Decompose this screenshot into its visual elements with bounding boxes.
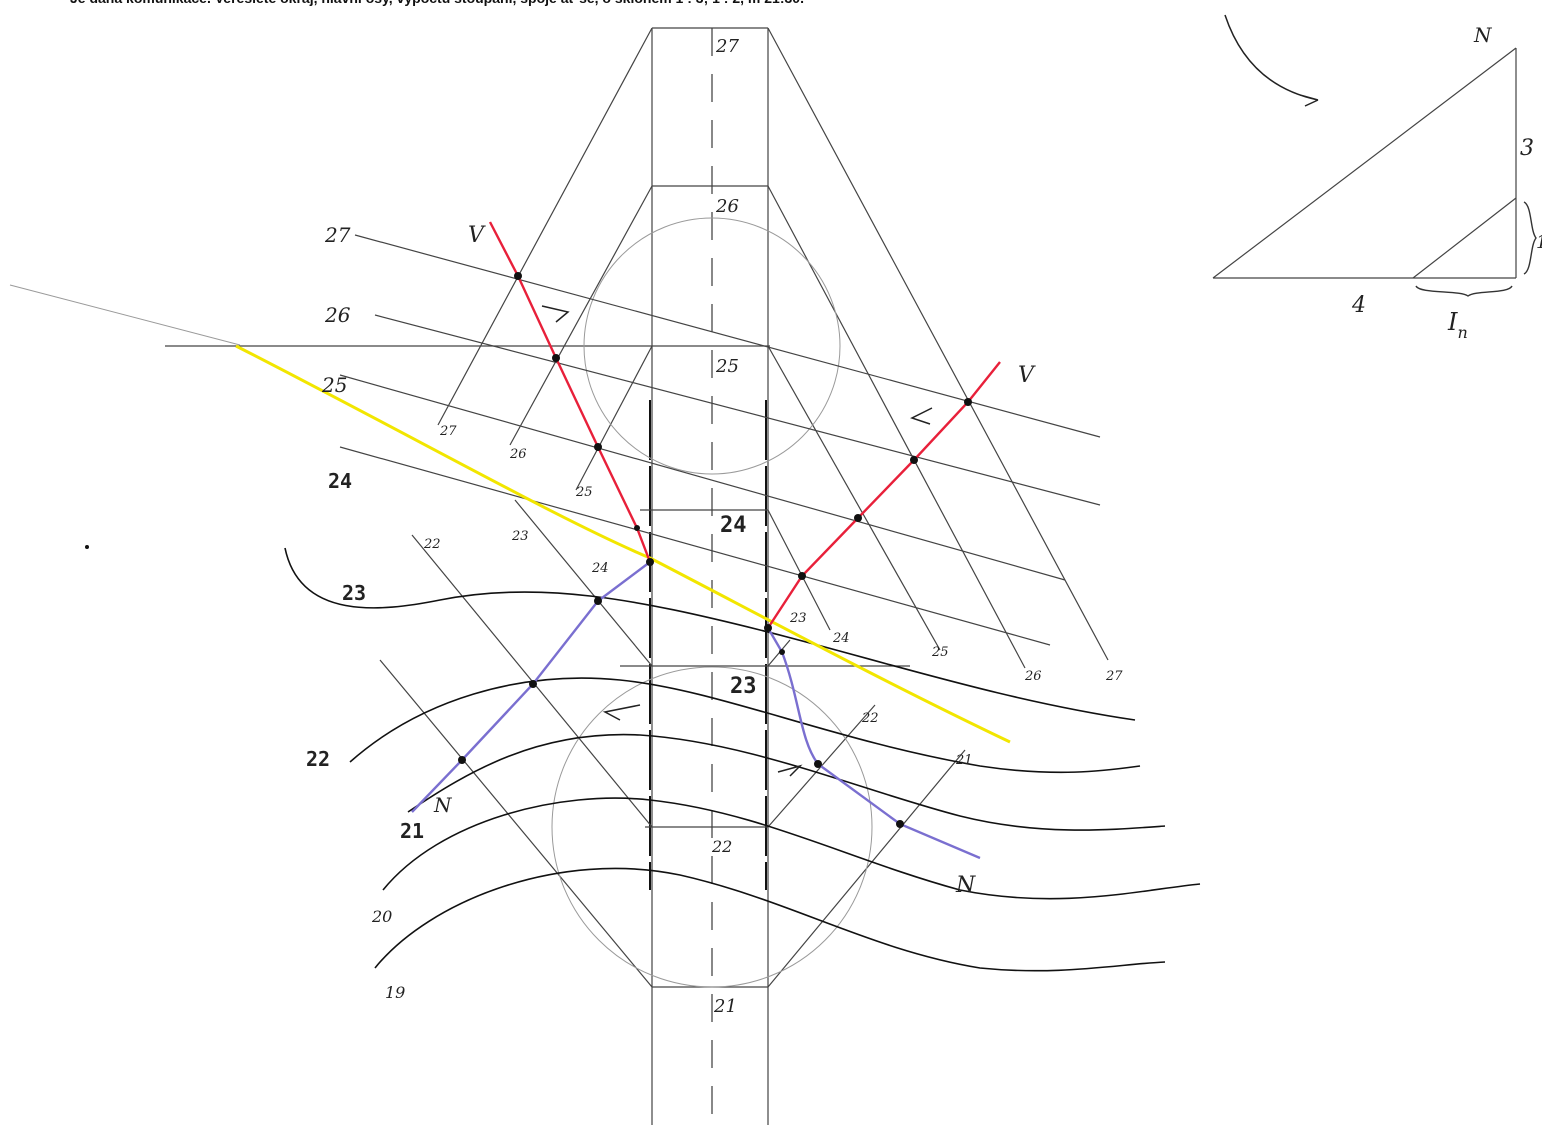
road-level-25: 25 (715, 356, 739, 377)
road-level-26: 26 (715, 196, 739, 217)
svg-text:26: 26 (324, 303, 351, 327)
svg-text:23: 23 (789, 611, 807, 626)
triangle-apex-label: N (1473, 23, 1493, 47)
marker-n-right: N (955, 873, 976, 898)
svg-text:27: 27 (1105, 669, 1123, 684)
svg-text:24: 24 (328, 469, 352, 493)
svg-text:22: 22 (861, 711, 879, 726)
intersection-points (85, 272, 972, 828)
svg-text:20: 20 (371, 907, 392, 926)
svg-text:23: 23 (511, 529, 529, 544)
svg-text:25: 25 (931, 645, 949, 660)
cut-slope-lines (437, 27, 1109, 669)
svg-text:19: 19 (385, 983, 405, 1002)
arrow-icon (541, 14, 1319, 777)
svg-text:24: 24 (591, 561, 609, 576)
construction-circles (551, 217, 873, 988)
svg-text:26: 26 (1024, 669, 1042, 684)
road-level-27: 27 (715, 36, 739, 57)
svg-text:21: 21 (955, 753, 973, 768)
road-level-23: 23 (730, 674, 757, 699)
triangle-interval-label: In (1447, 308, 1468, 342)
triangle-base-label: 4 (1351, 293, 1366, 318)
assignment-caption: Je dana komunikace. Vereslete okraj, hla… (0, 0, 1542, 12)
road-level-24: 24 (720, 513, 747, 538)
triangle-vertical-label: 3 (1520, 136, 1534, 161)
svg-text:25: 25 (321, 373, 347, 397)
marker-n-left: N (433, 793, 453, 817)
edge-markers: V V N N (433, 223, 1036, 898)
marker-v-right: V (1018, 363, 1036, 388)
svg-text:27: 27 (439, 424, 457, 439)
slope-tick-labels: 27 26 25 24 25 26 27 22 23 24 23 22 21 (423, 424, 1123, 768)
level-lines (9, 234, 1101, 646)
terrain-contours (284, 547, 1201, 972)
svg-text:23: 23 (342, 581, 366, 605)
marker-v-left: V (468, 223, 486, 248)
svg-text:25: 25 (575, 485, 593, 500)
cut-edge-left (488, 221, 652, 563)
road-level-21: 21 (713, 996, 737, 1017)
svg-text:27: 27 (324, 223, 351, 247)
svg-text:22: 22 (306, 747, 330, 771)
road-level-labels: 27 26 25 24 23 22 21 (711, 36, 757, 1017)
svg-text:21: 21 (400, 819, 424, 843)
contour-labels-left: 27 26 25 24 23 22 21 20 19 (306, 223, 424, 1002)
road-corridor (165, 27, 910, 1125)
svg-text:26: 26 (509, 447, 527, 462)
boundary-line (235, 344, 1011, 744)
slope-triangle: N 3 1 4 In (1212, 23, 1542, 342)
svg-text:22: 22 (423, 537, 441, 552)
svg-text:24: 24 (832, 631, 850, 646)
road-level-22: 22 (711, 837, 732, 856)
triangle-small-label: 1 (1536, 232, 1542, 253)
cut-edge-right (766, 361, 1001, 629)
